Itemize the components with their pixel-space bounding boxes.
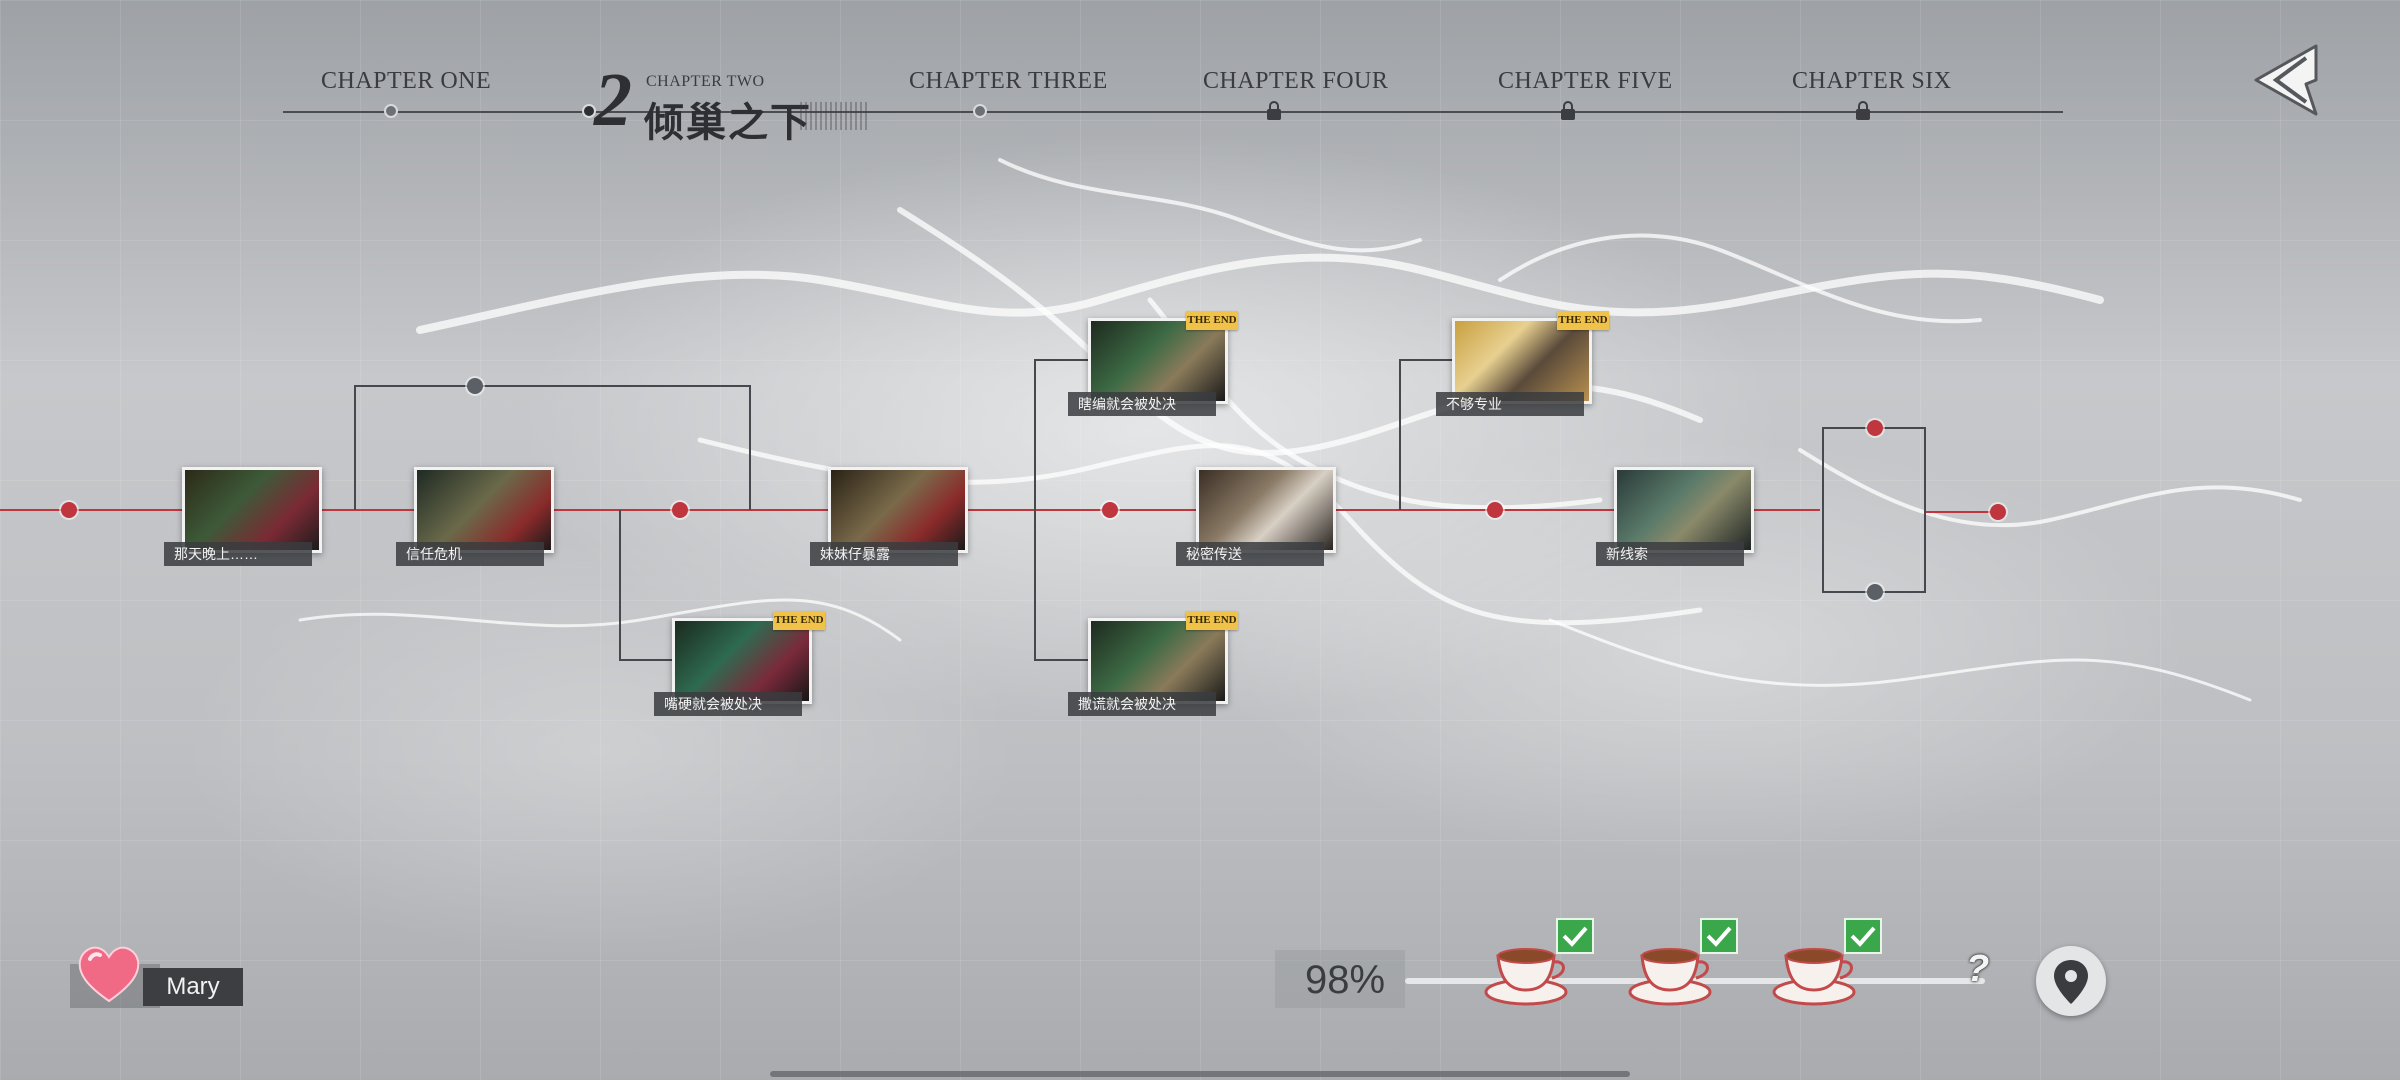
chapter-two-decor: [800, 102, 870, 130]
story-node-label: 妹妹仔暴露: [810, 542, 958, 566]
story-node-label: 撒谎就会被处决: [1068, 692, 1216, 716]
progress-track: [1405, 978, 1985, 984]
teacup-icon: [1484, 948, 1568, 1006]
chapter-two-marker: [582, 104, 596, 118]
path-dot: [672, 502, 688, 518]
story-node[interactable]: [672, 618, 812, 704]
story-node[interactable]: [828, 467, 968, 553]
story-node[interactable]: [182, 467, 322, 553]
progress-panel: [1275, 950, 1405, 1008]
teacup-icon: [1628, 948, 1712, 1006]
location-button[interactable]: [2036, 946, 2106, 1016]
check-icon: [1556, 918, 1594, 954]
the-end-badge: THE END: [1186, 611, 1238, 630]
story-node-label: 嘴硬就会被处决: [654, 692, 802, 716]
lock-icon: [1561, 101, 1575, 121]
lock-icon: [1856, 101, 1870, 121]
story-node[interactable]: [1088, 618, 1228, 704]
the-end-badge: THE END: [1186, 311, 1238, 330]
the-end-badge: THE END: [1557, 311, 1609, 330]
chapter-six[interactable]: CHAPTER SIX: [1792, 68, 1952, 94]
chapter-two-label[interactable]: CHAPTER TWO: [646, 73, 765, 90]
story-node-label: 不够专业: [1436, 392, 1584, 416]
branch-dot: [1867, 584, 1883, 600]
chapter-three-marker: [973, 104, 987, 118]
chapter-five[interactable]: CHAPTER FIVE: [1498, 68, 1673, 94]
branch-dot: [467, 378, 483, 394]
story-node[interactable]: [1452, 318, 1592, 404]
chapter-two-number[interactable]: 2: [594, 58, 632, 142]
the-end-badge: THE END: [773, 611, 825, 630]
story-node[interactable]: [1196, 467, 1336, 553]
path-dot: [61, 502, 77, 518]
chapter-two-title[interactable]: 倾巢之下: [644, 101, 812, 145]
chapter-four[interactable]: CHAPTER FOUR: [1203, 68, 1389, 94]
path-dot: [1102, 502, 1118, 518]
home-indicator[interactable]: [770, 1071, 1630, 1077]
check-icon: [1844, 918, 1882, 954]
progress-percent: 98%: [1305, 958, 1386, 1002]
chapter-one[interactable]: CHAPTER ONE: [321, 68, 492, 94]
location-pin-icon: [2054, 960, 2088, 1004]
unknown-marker: ?: [1966, 948, 1990, 990]
chapter-timeline: [283, 111, 2063, 113]
character-name[interactable]: Mary: [143, 968, 243, 1006]
back-arrow-icon[interactable]: [2250, 40, 2322, 120]
chapter-three[interactable]: CHAPTER THREE: [909, 68, 1108, 94]
chapter-one-marker: [384, 104, 398, 118]
story-node[interactable]: [414, 467, 554, 553]
check-icon: [1700, 918, 1738, 954]
story-node-label: 秘密传送: [1176, 542, 1324, 566]
story-node-label: 信任危机: [396, 542, 544, 566]
path-dot: [1487, 502, 1503, 518]
story-node-label: 瞎编就会被处决: [1068, 392, 1216, 416]
story-node-label: 新线索: [1596, 542, 1744, 566]
teacup-icon: [1772, 948, 1856, 1006]
story-node[interactable]: [1088, 318, 1228, 404]
map-rivers: [298, 158, 2302, 702]
path-dot: [1990, 504, 2006, 520]
story-node-label: 那天晚上……: [164, 542, 312, 566]
heart-icon[interactable]: [76, 945, 142, 1003]
story-node[interactable]: [1614, 467, 1754, 553]
path-dot: [1867, 420, 1883, 436]
lock-icon: [1267, 101, 1281, 121]
